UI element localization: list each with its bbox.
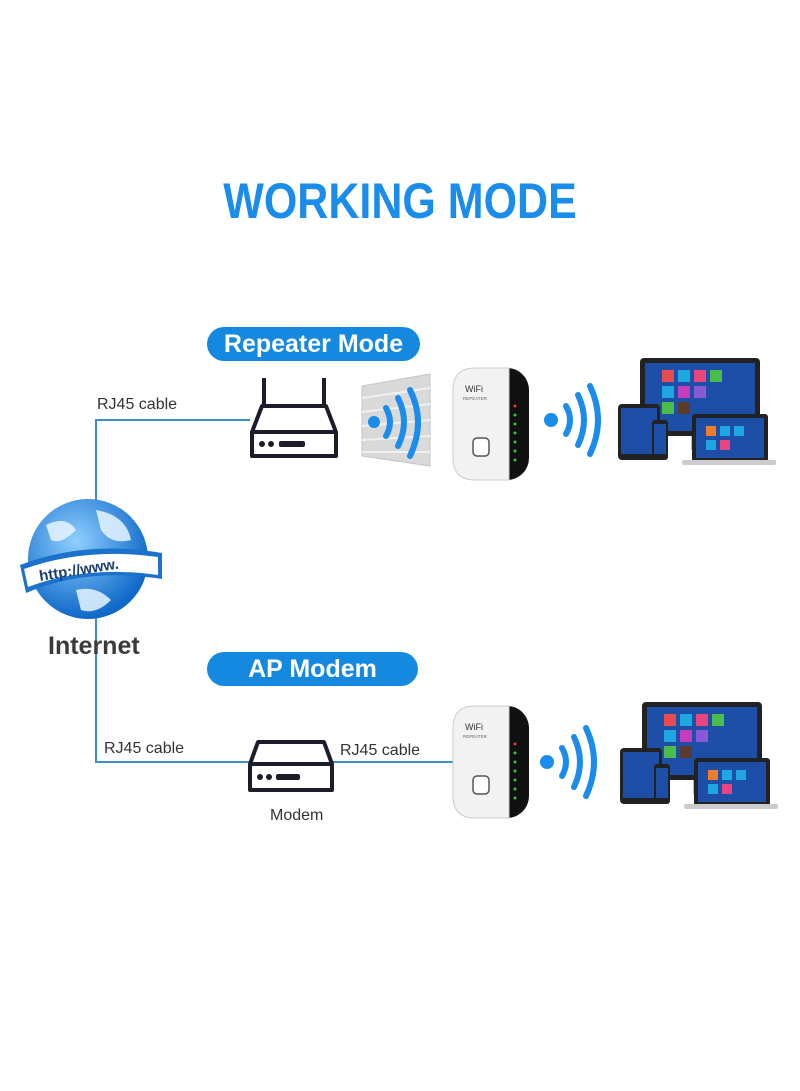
rj45-cable-label: RJ45 cable bbox=[97, 396, 178, 413]
modem-icon bbox=[248, 740, 334, 792]
repeater-model-text: REPEATER bbox=[463, 396, 488, 401]
page-title: WORKING MODE bbox=[223, 173, 577, 229]
wifi-repeater-device: WiFi REPEATER bbox=[451, 704, 531, 825]
client-devices-icon bbox=[616, 356, 776, 473]
internet-globe-icon: http://www. bbox=[20, 499, 162, 619]
rj45-cable-label-left: RJ45 cable bbox=[104, 740, 185, 757]
cable-to-modem bbox=[95, 761, 250, 763]
repeater-model-text: REPEATER bbox=[463, 734, 488, 739]
wifi-signal-icon bbox=[538, 724, 600, 805]
repeater-mode-heading: Repeater Mode bbox=[207, 327, 420, 361]
modem-label: Modem bbox=[270, 807, 324, 824]
cable-modem-to-repeater bbox=[330, 761, 454, 763]
rj45-cable-label-right: RJ45 cable bbox=[340, 742, 421, 759]
client-devices-icon bbox=[618, 700, 778, 817]
ap-modem-heading: AP Modem bbox=[207, 652, 418, 686]
wifi-repeater-device: WiFi REPEATER bbox=[451, 366, 531, 487]
wall-icon bbox=[361, 373, 431, 467]
internet-label: Internet bbox=[48, 632, 140, 660]
cable-to-router bbox=[95, 419, 250, 421]
repeater-brand-text: WiFi bbox=[465, 384, 483, 394]
repeater-brand-text: WiFi bbox=[465, 722, 483, 732]
wifi-signal-icon bbox=[542, 382, 604, 463]
router-icon bbox=[250, 378, 338, 458]
